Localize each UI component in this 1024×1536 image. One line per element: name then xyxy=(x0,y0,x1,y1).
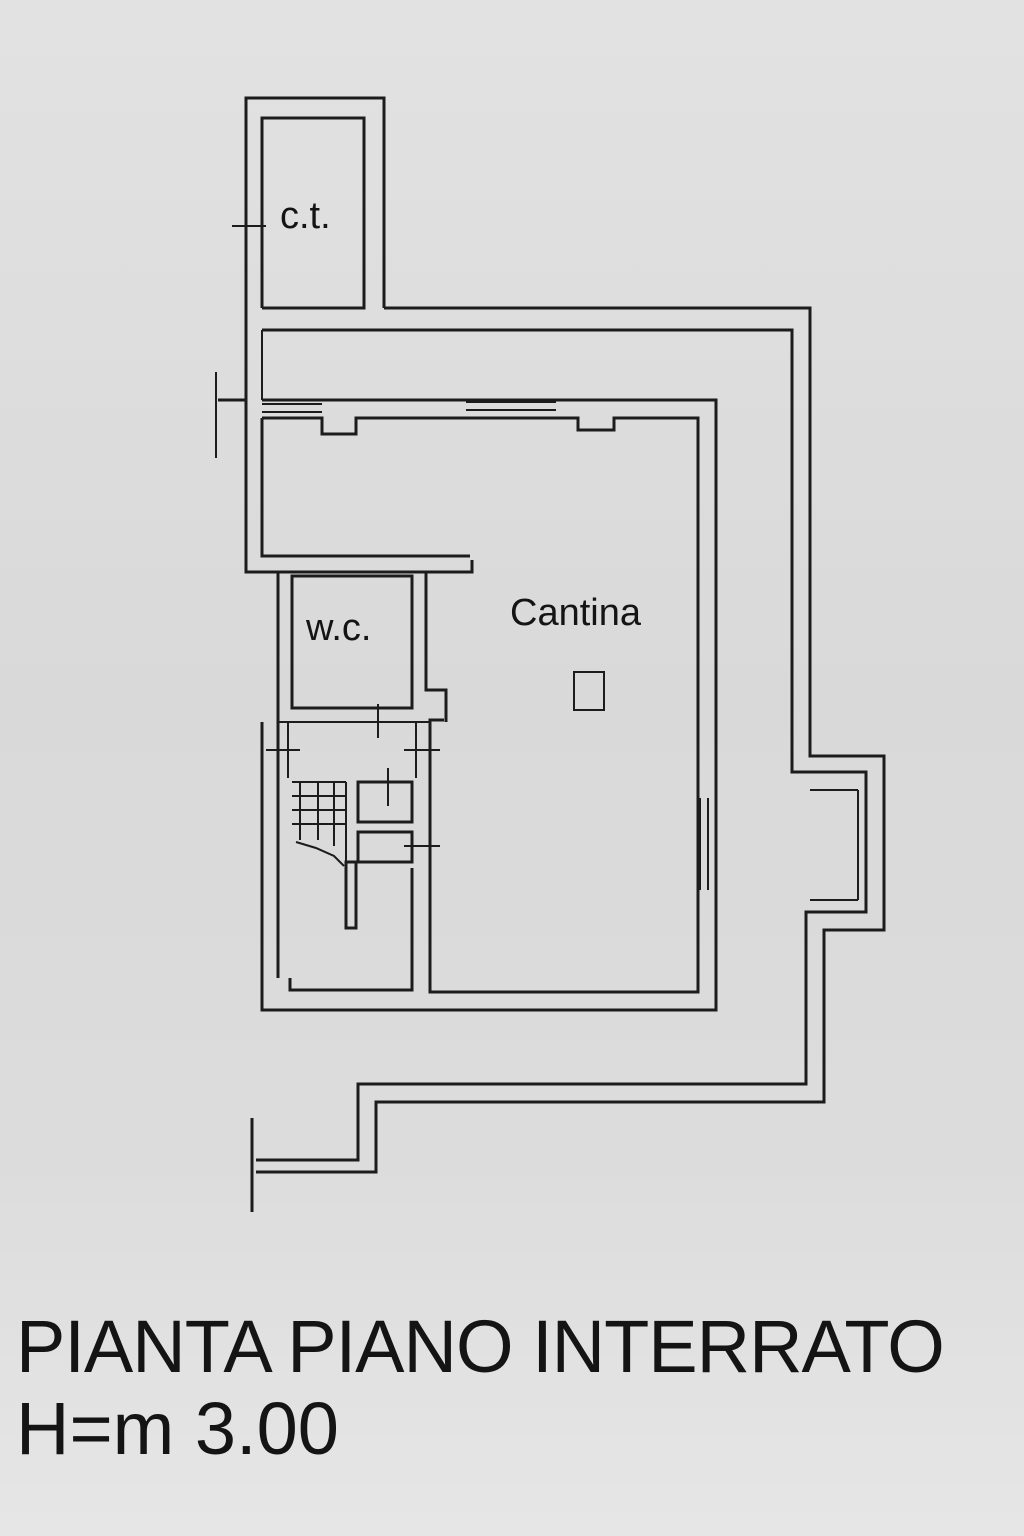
cantina-walls xyxy=(218,398,718,1012)
outer-perimeter xyxy=(215,306,886,1212)
ct-room xyxy=(232,96,386,325)
stairs xyxy=(292,781,358,930)
wc-label: w.c. xyxy=(305,607,371,649)
plan-caption: PIANTA PIANO INTERRATO H=m 3.00 xyxy=(16,1310,1016,1466)
floor-plan: c.t. w.c. Cantina xyxy=(215,96,886,1212)
ct-label: c.t. xyxy=(280,195,331,237)
plan-title: PIANTA PIANO INTERRATO xyxy=(16,1305,945,1388)
wc-room xyxy=(266,572,448,978)
ceiling-height: H=m 3.00 xyxy=(16,1387,339,1470)
cantina-label: Cantina xyxy=(510,592,642,634)
east-bay xyxy=(810,789,859,901)
storage-closets xyxy=(288,768,440,992)
